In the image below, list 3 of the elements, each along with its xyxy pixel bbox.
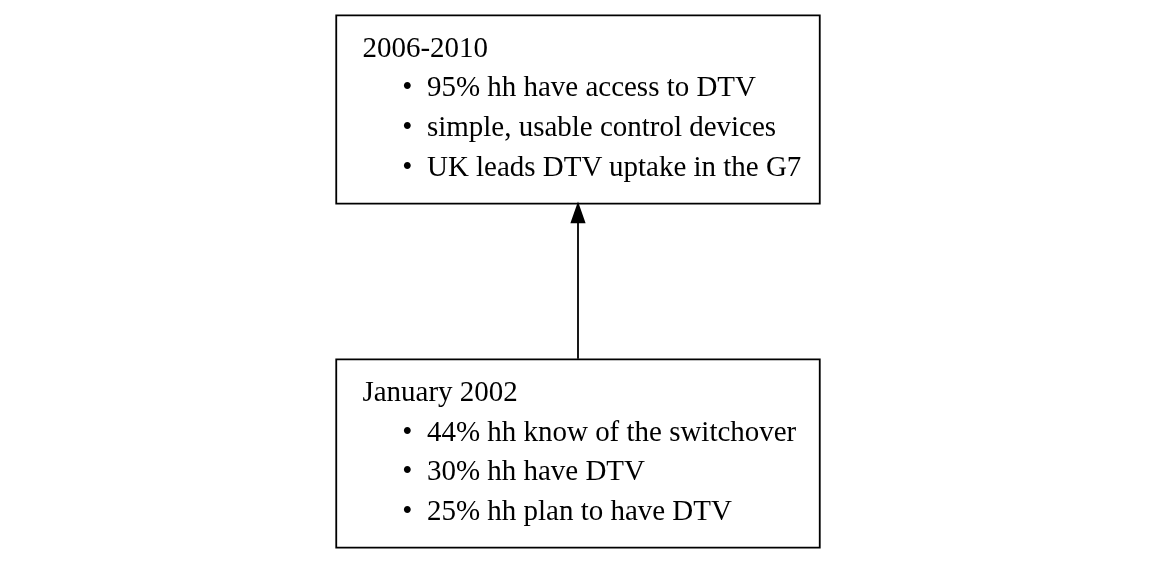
- node-box: 2006-2010 • 95% hh have access to DTV • simple, usable control devices • UK leads DTV uptake in the G7: [334, 14, 821, 205]
- arrow: [569, 201, 586, 360]
- node-box: January 2002 • 44% hh know of the switchover • 30% hh have DTV • 25% hh plan to have DTV: [334, 358, 821, 549]
